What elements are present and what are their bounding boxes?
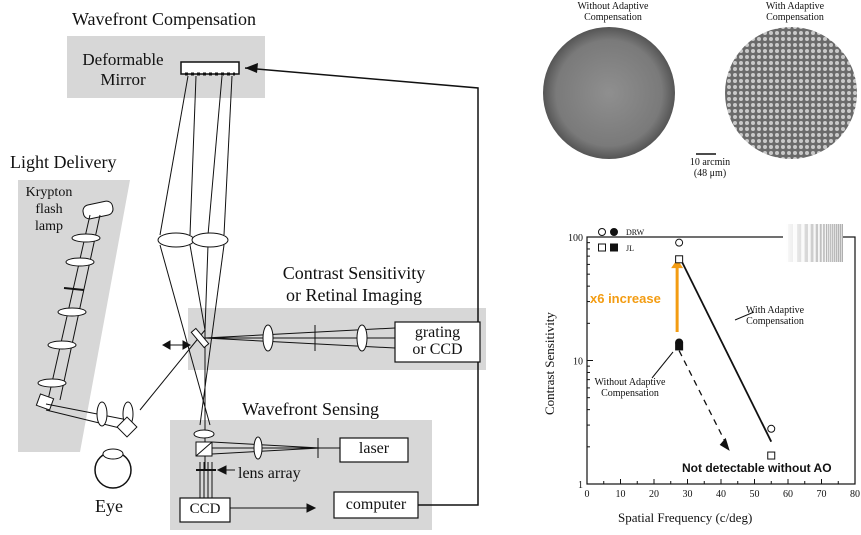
without-ao-annotation-line2: Compensation: [601, 388, 659, 399]
relay-lens-right: [191, 232, 229, 248]
with-ao-annotation-line1: With Adaptive: [746, 305, 805, 316]
legend-drw-label: DRW: [626, 228, 645, 237]
grating-stripe: [793, 224, 798, 262]
y-tick-label: 10: [573, 357, 583, 368]
not-detectable-annotation: Not detectable without AO: [682, 461, 832, 475]
grating-stripe: [833, 224, 835, 262]
grating-stripe: [831, 224, 833, 262]
grating-stripe: [829, 224, 831, 262]
krypton-lamp-label: Krypton flash lamp: [25, 185, 73, 234]
optical-setup-diagram: [18, 36, 486, 530]
computer-box: [333, 491, 419, 519]
plot-frame: [586, 236, 856, 485]
x-tick-label: 10: [616, 489, 626, 500]
grating-stripe: [817, 224, 820, 262]
grating-label: grating or CCD: [412, 324, 463, 358]
y-axis-label: Contrast Sensitivity: [542, 312, 557, 415]
legend-jl-filled-marker: [610, 243, 618, 252]
without-ao-annotation-line1: Without Adaptive: [595, 377, 667, 388]
grating-stripe: [783, 224, 788, 262]
x-axis-label: Spatial Frequency (c/deg): [618, 510, 753, 525]
contrast-sensitivity-chart: 0 10 20 30 40 50 60 70 80 1 10 100 DRW JL With Adapt…: [568, 224, 860, 500]
x-tick-label: 0: [585, 489, 590, 500]
x-tick-label: 30: [683, 489, 693, 500]
grating-stripe: [839, 224, 841, 262]
retina-image-with-ao: [725, 27, 857, 159]
lens-array-label: lens array: [238, 465, 301, 482]
grating-box: [394, 321, 481, 363]
legend-drw-open-marker: [598, 228, 606, 236]
retina-images: [543, 27, 857, 159]
with-ao-annotation-pointer: [734, 311, 755, 321]
contrast-path-optics: [161, 324, 396, 352]
feedback-path: [244, 67, 479, 506]
x-tick-label: 50: [750, 489, 760, 500]
jl-without-point: [675, 342, 684, 351]
deformable-mirror-shape: [180, 61, 240, 75]
light-delivery-title: Light Delivery: [10, 152, 117, 172]
laser-box: [339, 437, 409, 463]
increase-arrowhead: [671, 259, 684, 269]
grating-stripe: [827, 224, 829, 262]
wavefront-sensing-title: Wavefront Sensing: [242, 399, 380, 419]
wavefront-compensation-title: Wavefront Compensation: [72, 9, 257, 29]
jl-with-point: [767, 451, 776, 460]
ccd-box: [179, 497, 231, 523]
y-tick-label: 100: [568, 233, 583, 244]
laser-label: laser: [358, 440, 390, 457]
legend-jl-label: JL: [626, 244, 634, 253]
contrast-sensitivity-title: Contrast Sensitivity or Retinal Imaging: [282, 263, 426, 305]
with-ao-annotation-line2: Compensation: [746, 316, 804, 327]
with-fit-line: [678, 255, 773, 443]
ccd-label: CCD: [189, 501, 221, 517]
x-tick-label: 60: [783, 489, 793, 500]
legend-drw-filled-marker: [610, 228, 618, 236]
grating-stripe: [824, 224, 826, 262]
without-fit-line: [678, 350, 729, 448]
jl-with-point: [675, 255, 684, 264]
retina-right-label: With Adaptive Compensation: [765, 1, 825, 23]
grating-stripes: [783, 224, 843, 262]
increase-annotation: x6 increase: [590, 291, 661, 306]
grating-stripe: [835, 224, 837, 262]
grating-stripe: [813, 224, 816, 262]
beam-lines: [139, 75, 233, 470]
y-tick-label: 1: [578, 480, 583, 491]
grating-stripe: [841, 224, 843, 262]
retina-left-label: Without Adaptive Compensation: [577, 1, 649, 23]
x-tick-label: 20: [649, 489, 659, 500]
grating-stripe: [821, 224, 824, 262]
legend-jl-open-marker: [598, 243, 606, 252]
computer-label: computer: [345, 496, 407, 513]
eye-label: Eye: [95, 496, 123, 516]
deformable-mirror-label: Deformable Mirror: [82, 50, 164, 89]
drw-with-point: [675, 238, 684, 247]
without-ao-annotation-pointer: [651, 351, 674, 379]
lamp-optics: [35, 200, 138, 438]
x-tick-label: 70: [817, 489, 827, 500]
grating-stripe: [801, 224, 805, 262]
x-tick-label: 80: [850, 489, 860, 500]
x-tick-label: 40: [716, 489, 726, 500]
dashed-arrowhead: [719, 437, 730, 451]
grating-stripe: [837, 224, 839, 262]
retina-image-without-ao: [543, 27, 675, 159]
drw-with-point: [767, 424, 776, 433]
scale-bar-label: 10 arcmin (48 μm): [689, 157, 731, 179]
grating-stripe: [807, 224, 811, 262]
wavefront-sensing-optics: [193, 429, 340, 513]
relay-lens-left: [157, 232, 195, 248]
